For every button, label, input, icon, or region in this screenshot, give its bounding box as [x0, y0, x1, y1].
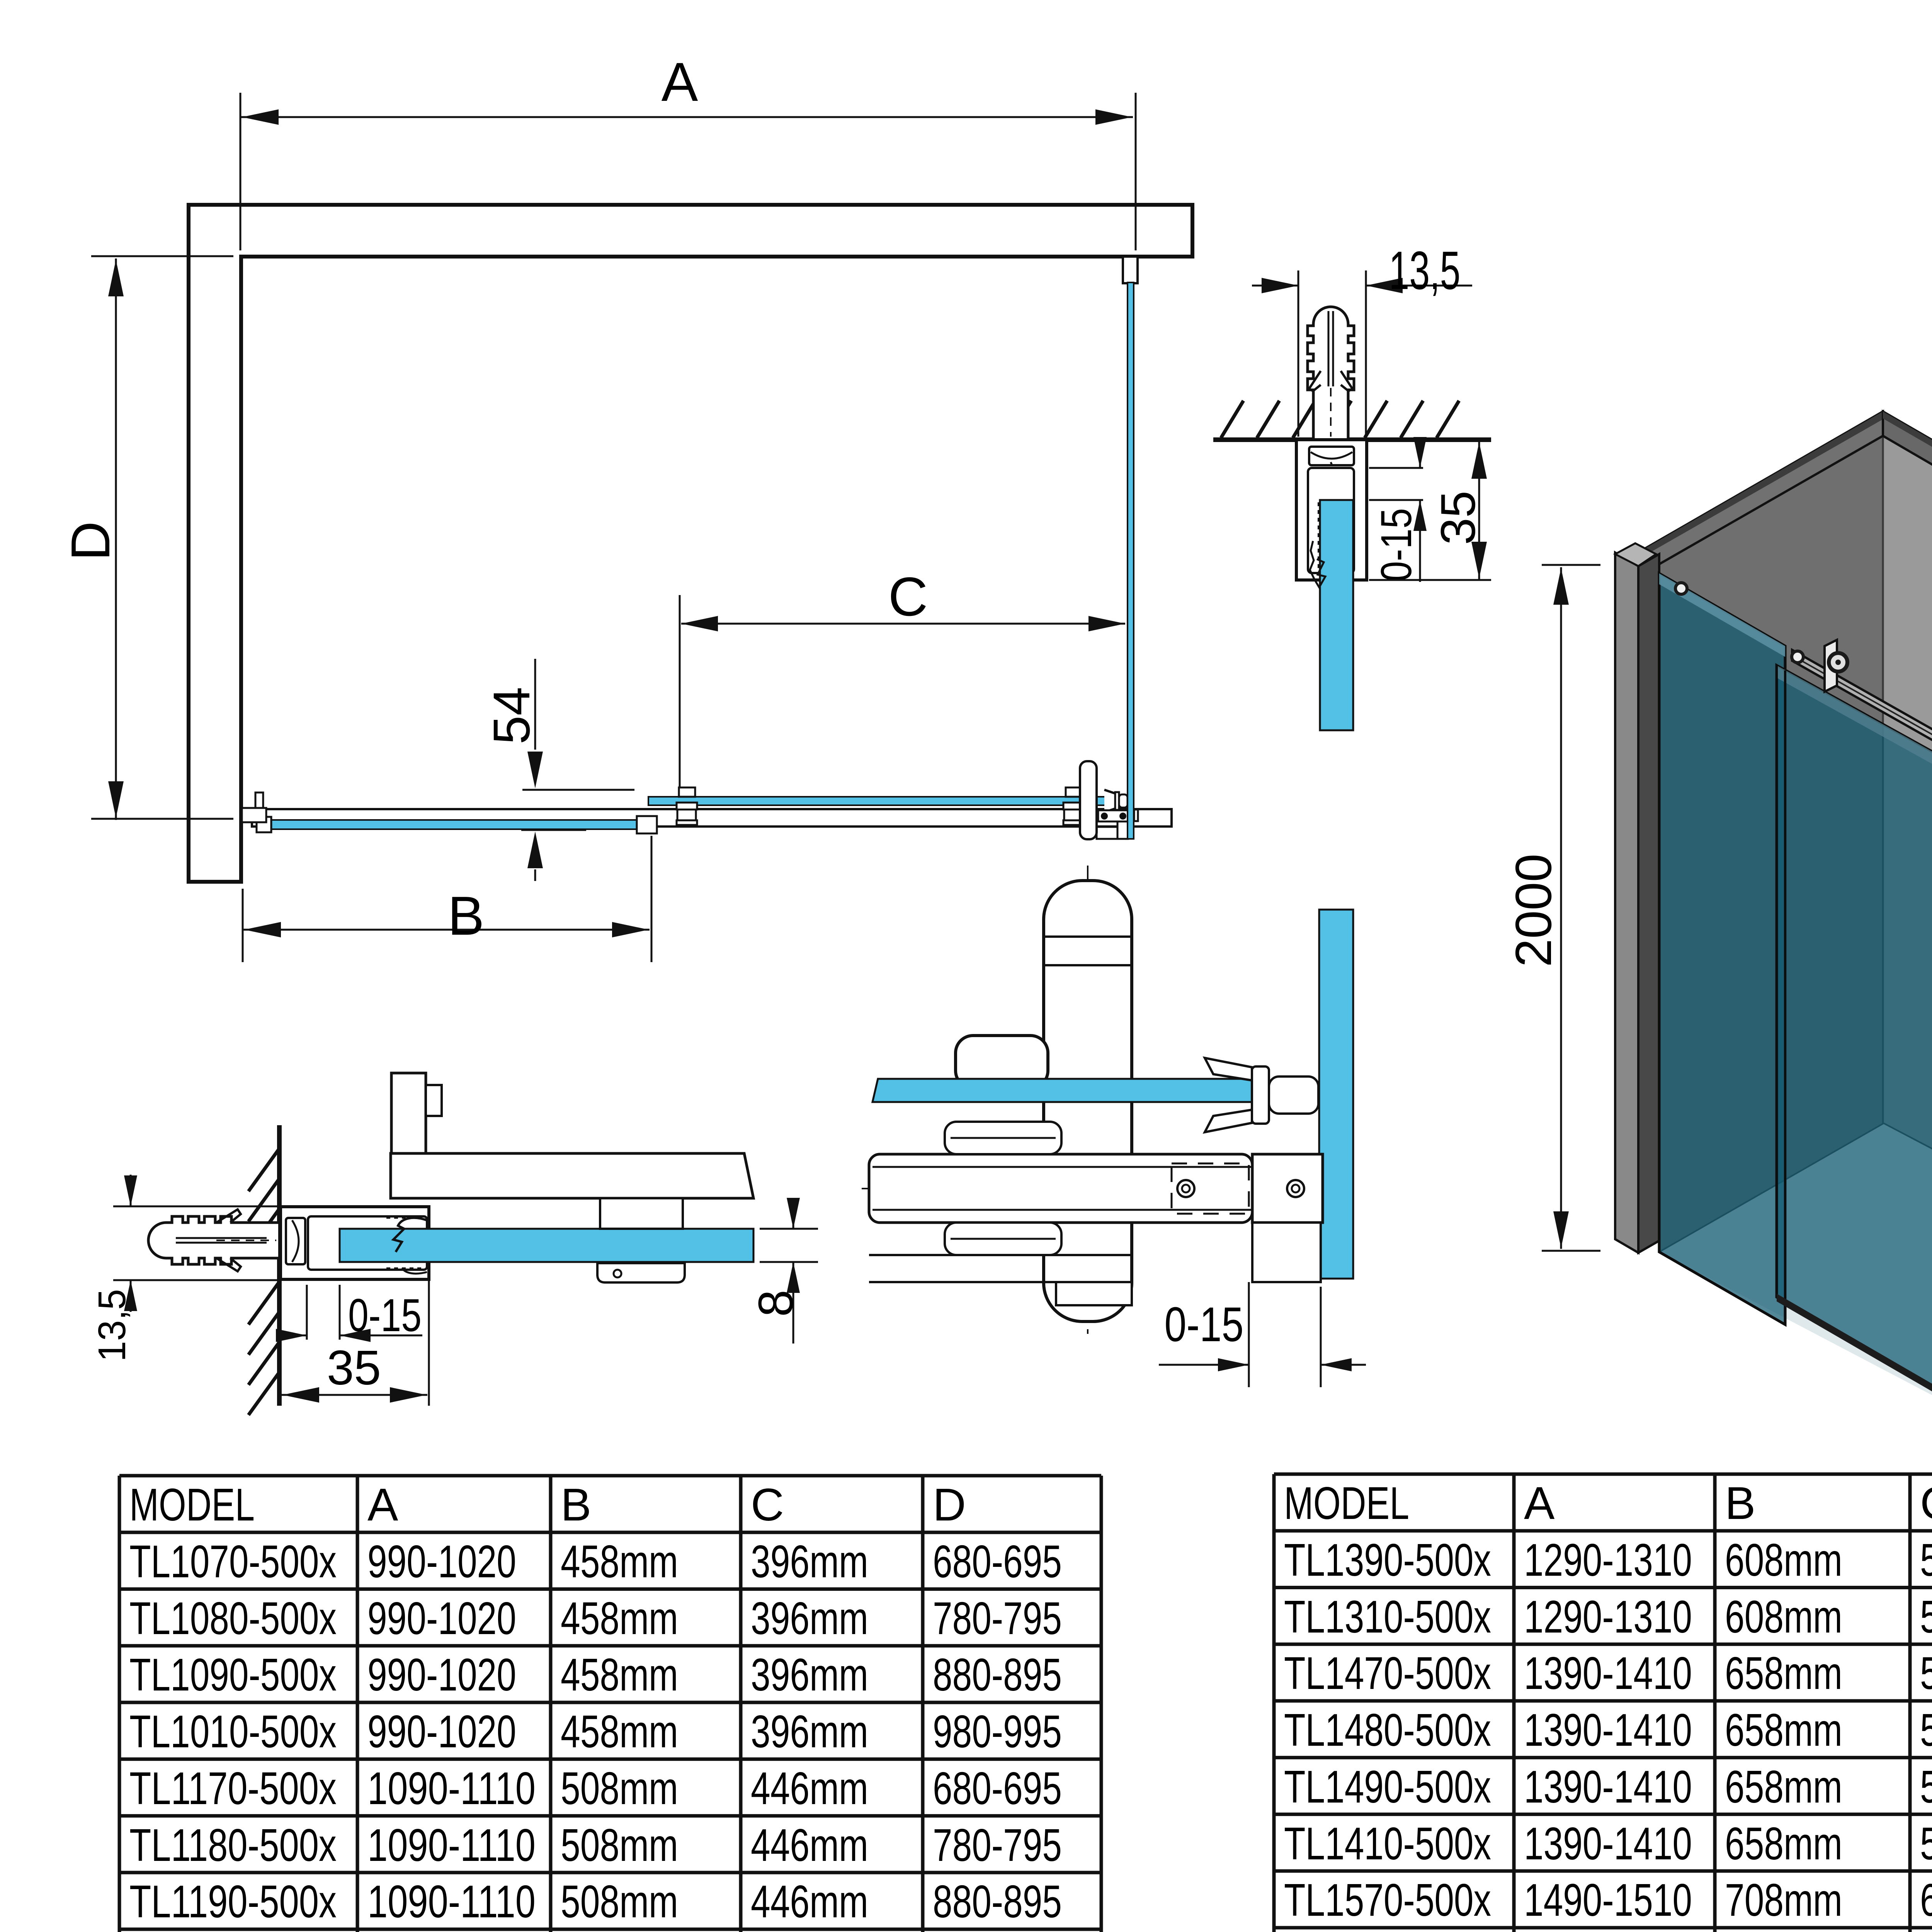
- svg-text:0-15: 0-15: [348, 1289, 422, 1341]
- svg-text:396mm: 396mm: [751, 1706, 868, 1757]
- svg-text:396mm: 396mm: [751, 1593, 868, 1644]
- svg-text:680-695: 680-695: [933, 1763, 1062, 1814]
- svg-text:MODEL: MODEL: [129, 1479, 255, 1531]
- svg-text:TL1490-500x: TL1490-500x: [1284, 1761, 1491, 1813]
- svg-text:1390-1410: 1390-1410: [1524, 1761, 1692, 1813]
- svg-text:1090-1110: 1090-1110: [367, 1763, 536, 1814]
- svg-text:508mm: 508mm: [561, 1876, 678, 1927]
- svg-text:C: C: [888, 566, 928, 628]
- svg-text:13,5: 13,5: [1389, 240, 1461, 301]
- svg-text:TL1070-500x: TL1070-500x: [129, 1536, 337, 1587]
- svg-text:35: 35: [327, 1340, 381, 1395]
- svg-text:TL1470-500x: TL1470-500x: [1284, 1648, 1491, 1699]
- svg-text:990-1020: 990-1020: [367, 1649, 516, 1701]
- svg-text:446mm: 446mm: [751, 1876, 868, 1927]
- svg-text:1390-1410: 1390-1410: [1524, 1704, 1692, 1756]
- svg-text:1490-1510: 1490-1510: [1524, 1931, 1692, 1932]
- svg-text:546mm: 546mm: [1920, 1534, 1932, 1586]
- svg-text:MODEL: MODEL: [1284, 1478, 1409, 1529]
- svg-text:596mm: 596mm: [1920, 1818, 1932, 1869]
- svg-text:396mm: 396mm: [751, 1536, 868, 1587]
- svg-text:1490-1510: 1490-1510: [1524, 1874, 1692, 1926]
- svg-text:TL1010-500x: TL1010-500x: [129, 1706, 337, 1757]
- svg-text:A: A: [367, 1479, 398, 1531]
- svg-text:B: B: [448, 885, 485, 947]
- svg-text:TL1180-500x: TL1180-500x: [129, 1820, 337, 1871]
- svg-text:0-15: 0-15: [1165, 1297, 1244, 1352]
- svg-text:2000: 2000: [1505, 854, 1562, 967]
- svg-text:608mm: 608mm: [1725, 1591, 1842, 1643]
- svg-text:35: 35: [1431, 491, 1485, 545]
- svg-text:546mm: 546mm: [1920, 1591, 1932, 1643]
- svg-text:1390-1410: 1390-1410: [1524, 1648, 1692, 1699]
- svg-text:458mm: 458mm: [561, 1649, 678, 1701]
- svg-text:596mm: 596mm: [1920, 1648, 1932, 1699]
- svg-text:TL1410-500x: TL1410-500x: [1284, 1818, 1491, 1869]
- svg-text:658mm: 658mm: [1725, 1761, 1842, 1813]
- svg-text:TL1480-500x: TL1480-500x: [1284, 1704, 1491, 1756]
- svg-text:880-895: 880-895: [933, 1876, 1062, 1927]
- svg-text:680-695: 680-695: [933, 1536, 1062, 1587]
- svg-text:396mm: 396mm: [751, 1649, 868, 1701]
- svg-text:54: 54: [483, 687, 541, 744]
- svg-text:TL1580-500x: TL1580-500x: [1284, 1931, 1491, 1932]
- svg-text:1390-1410: 1390-1410: [1524, 1818, 1692, 1869]
- svg-text:TL1190-500x: TL1190-500x: [129, 1876, 337, 1927]
- svg-text:B: B: [1725, 1478, 1755, 1529]
- svg-text:990-1020: 990-1020: [367, 1706, 516, 1757]
- svg-text:446mm: 446mm: [751, 1763, 868, 1814]
- svg-text:458mm: 458mm: [561, 1536, 678, 1587]
- svg-text:D: D: [933, 1479, 966, 1531]
- svg-text:1290-1310: 1290-1310: [1524, 1591, 1692, 1643]
- svg-text:C: C: [1920, 1478, 1932, 1529]
- svg-text:508mm: 508mm: [561, 1763, 678, 1814]
- svg-text:TL1310-500x: TL1310-500x: [1284, 1591, 1491, 1643]
- svg-text:C: C: [751, 1479, 784, 1531]
- svg-text:TL1570-500x: TL1570-500x: [1284, 1874, 1491, 1926]
- svg-text:880-895: 880-895: [933, 1649, 1062, 1701]
- svg-text:658mm: 658mm: [1725, 1818, 1842, 1869]
- svg-text:708mm: 708mm: [1725, 1931, 1842, 1932]
- svg-text:458mm: 458mm: [561, 1593, 678, 1644]
- svg-text:B: B: [561, 1479, 591, 1531]
- svg-text:13,5: 13,5: [90, 1289, 134, 1362]
- svg-text:780-795: 780-795: [933, 1593, 1062, 1644]
- svg-text:990-1020: 990-1020: [367, 1536, 516, 1587]
- svg-text:TL1170-500x: TL1170-500x: [129, 1763, 337, 1814]
- svg-text:646mm: 646mm: [1920, 1874, 1932, 1926]
- svg-text:A: A: [1524, 1478, 1555, 1529]
- svg-text:658mm: 658mm: [1725, 1704, 1842, 1756]
- svg-text:TL1090-500x: TL1090-500x: [129, 1649, 337, 1701]
- svg-text:596mm: 596mm: [1920, 1704, 1932, 1756]
- svg-text:8: 8: [748, 1290, 803, 1317]
- svg-text:1090-1110: 1090-1110: [367, 1876, 536, 1927]
- svg-text:1290-1310: 1290-1310: [1524, 1534, 1692, 1586]
- svg-text:508mm: 508mm: [561, 1820, 678, 1871]
- svg-text:TL1080-500x: TL1080-500x: [129, 1593, 337, 1644]
- svg-text:D: D: [60, 521, 121, 561]
- svg-text:658mm: 658mm: [1725, 1648, 1842, 1699]
- svg-text:780-795: 780-795: [933, 1820, 1062, 1871]
- svg-text:458mm: 458mm: [561, 1706, 678, 1757]
- svg-text:990-1020: 990-1020: [367, 1593, 516, 1644]
- svg-text:980-995: 980-995: [933, 1706, 1062, 1757]
- svg-text:A: A: [662, 51, 698, 113]
- svg-text:646mm: 646mm: [1920, 1931, 1932, 1932]
- svg-text:446mm: 446mm: [751, 1820, 868, 1871]
- svg-text:596mm: 596mm: [1920, 1761, 1932, 1813]
- svg-text:TL1390-500x: TL1390-500x: [1284, 1534, 1491, 1586]
- svg-text:708mm: 708mm: [1725, 1874, 1842, 1926]
- svg-text:0-15: 0-15: [1372, 508, 1420, 582]
- svg-text:608mm: 608mm: [1725, 1534, 1842, 1586]
- svg-text:1090-1110: 1090-1110: [367, 1820, 536, 1871]
